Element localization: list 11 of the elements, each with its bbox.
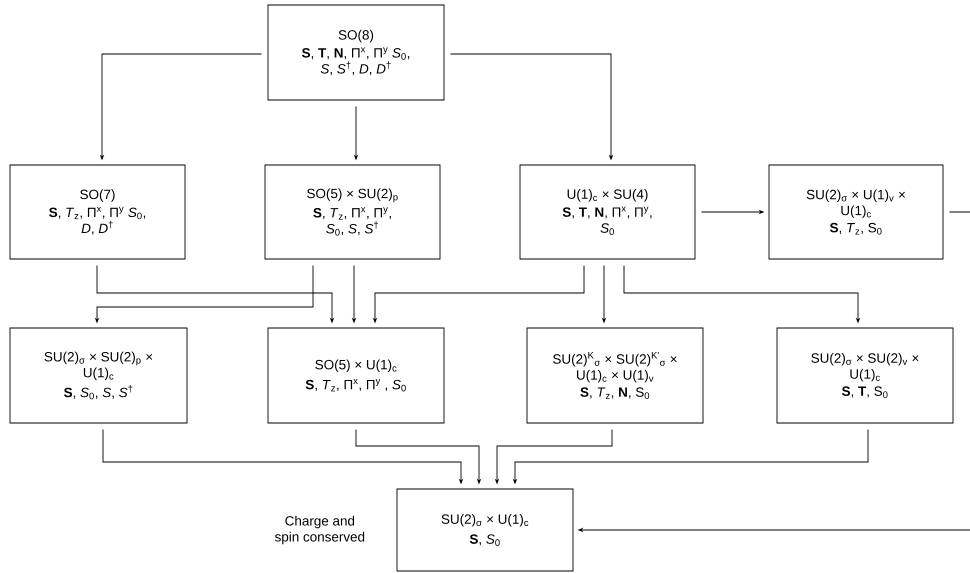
group-box: SU(2)$^{K}$$_{σ}$ × SU(2)$^{K'}$$_{σ}$ × U(1)$_{c}$ × U(1)$_{v}$ S, T$_{z}$, N, S$_{0}$ <box>526 328 704 424</box>
caption-text: Charge and spin conserved <box>274 516 364 544</box>
group-box: SU(2)$_{σ}$ × U(1)$_{v}$ × U(1)$_{c}$ S, T$_{z}$, S$_{0}$ <box>768 164 944 260</box>
group-box: SU(2)$_{σ}$ × SU(2)$_{p}$ × U(1)$_{c}$ S, S$_{0}$, S, S$^{†}$ <box>10 328 188 424</box>
group-box: U(1)$_{c}$ × SU(4) S, T, N, Π$^{x}$, Π$^{y}$, S$_{0}$ <box>520 164 696 260</box>
group-box: SO(5) × SU(2)$_{p}$ S, T$_{z}$, Π$^{x}$, Π$^{y}$, S$_{0}$, S, S$^{†}$ <box>264 164 440 260</box>
group-box: SO(7) S, T$_{z}$, Π$^{x}$, Π$^{y}$ S$_{0}$, D, D$^{†}$ <box>10 164 186 260</box>
group-box: SU(2)$_{σ}$ × SU(2)$_{v}$ × U(1)$_{c}$ S, T, S$_{0}$ <box>776 328 954 424</box>
group-box: SO(8) S, T, N, Π$^{x}$, Π$^{y}$ S$_{0}$, S, S$^{†}$, D, D$^{†}$ <box>268 4 444 100</box>
group-box: SO(5) × U(1)$_{c}$ S, T$_{z}$, Π$^{x}$, Π$^{y}$ , S$_{0}$ <box>268 328 444 424</box>
group-box: SU(2)$_{σ}$ × U(1)$_{c}$ S, S$_{0}$ <box>396 488 574 572</box>
